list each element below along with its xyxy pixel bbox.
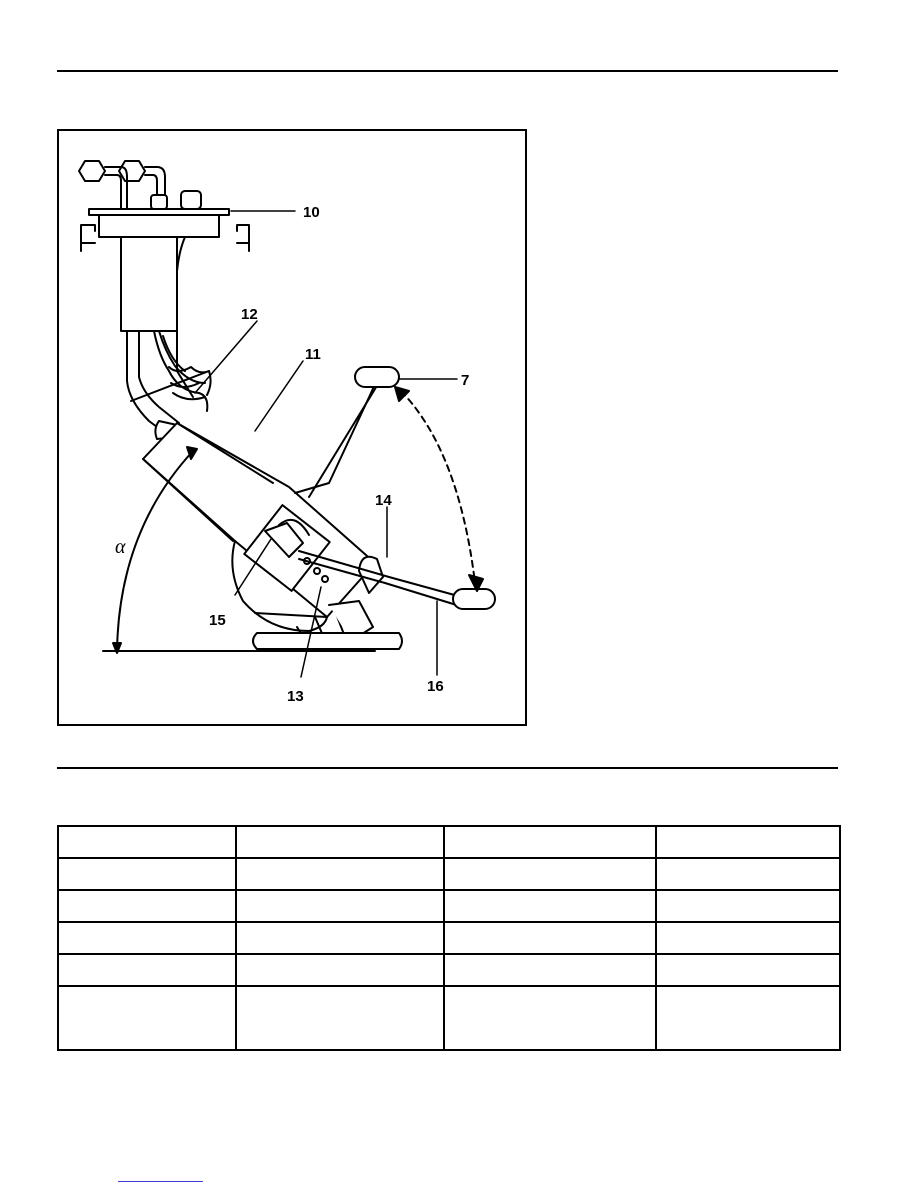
upper-support-tube <box>120 236 178 332</box>
hex-fitting-right <box>118 160 146 182</box>
table-cell <box>235 921 445 955</box>
angle-alpha-label: α <box>115 536 126 558</box>
callout-10: 10 <box>303 204 320 221</box>
section-rule <box>57 767 838 769</box>
float-upper <box>354 366 400 388</box>
fuel-line-1b <box>104 174 122 210</box>
callout-14: 14 <box>375 492 392 509</box>
table-cell <box>443 921 657 955</box>
fuel-pump-figure: 10 12 11 7 14 15 13 16 α <box>57 129 527 726</box>
callout-16: 16 <box>427 678 444 695</box>
table-cell <box>655 889 841 923</box>
callout-13: 13 <box>287 688 304 705</box>
table-row <box>57 953 841 987</box>
table-row <box>57 857 841 891</box>
table-cell <box>443 889 657 923</box>
table-cell <box>57 857 237 891</box>
top-rule <box>57 70 838 72</box>
table-row <box>57 889 841 923</box>
fuel-line-2b <box>144 174 158 210</box>
table-row <box>57 921 841 955</box>
table-cell <box>57 921 237 955</box>
fuel-line-1 <box>104 166 128 210</box>
fuel-line-2 <box>144 166 166 210</box>
angle-arc <box>116 450 194 652</box>
hex-fitting-left <box>78 160 106 182</box>
callout-7: 7 <box>461 372 469 389</box>
table-cell <box>57 825 237 859</box>
float-travel-arc <box>400 390 476 584</box>
table-cell <box>655 953 841 987</box>
footer-link-underline[interactable] <box>118 1181 203 1182</box>
table-cell <box>235 857 445 891</box>
callout-15: 15 <box>209 612 226 629</box>
table-row <box>57 825 841 859</box>
table-cell <box>235 825 445 859</box>
callout-12: 12 <box>241 306 258 323</box>
table-cell <box>235 985 445 1051</box>
table-cell <box>655 985 841 1051</box>
table-cell <box>443 953 657 987</box>
table-row <box>57 985 841 1051</box>
table-cell <box>57 889 237 923</box>
table-cell <box>655 825 841 859</box>
table-cell <box>443 825 657 859</box>
table-cell <box>443 985 657 1051</box>
table-cell <box>57 953 237 987</box>
table-cell <box>655 921 841 955</box>
float-arm <box>298 550 470 600</box>
spec-table <box>57 825 841 1051</box>
pump-body <box>142 422 376 632</box>
electrical-connector <box>243 504 331 592</box>
table-cell <box>57 985 237 1051</box>
table-cell <box>443 857 657 891</box>
bottom-bumper <box>252 632 403 650</box>
fuel-pump-illustration: 10 12 11 7 14 15 13 16 α <box>78 160 496 705</box>
float-lower <box>452 588 496 610</box>
table-cell <box>655 857 841 891</box>
table-cell <box>235 889 445 923</box>
callout-11: 11 <box>305 346 321 363</box>
table-cell <box>235 953 445 987</box>
